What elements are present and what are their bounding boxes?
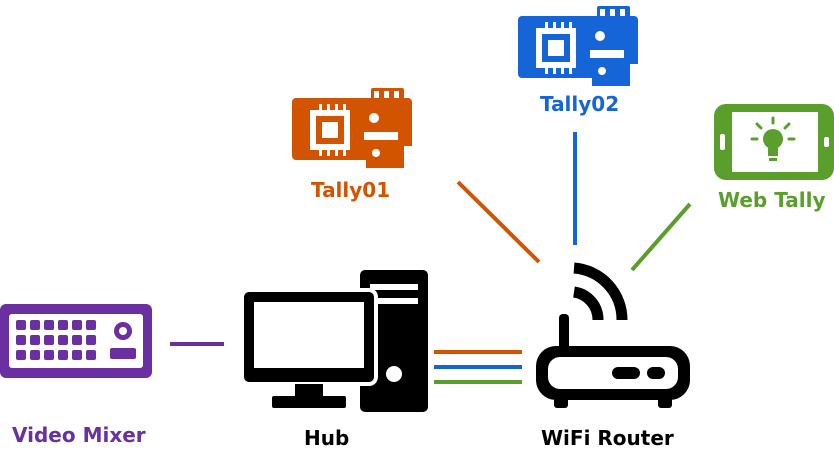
- mixer-key: [72, 350, 82, 360]
- mixer-key: [58, 350, 68, 360]
- mixer-key: [16, 320, 26, 330]
- mixer-key: [44, 335, 54, 345]
- mixer-key: [44, 320, 54, 330]
- mixer-key: [58, 335, 68, 345]
- mixer-key: [86, 350, 96, 360]
- circuit-board-icon: [518, 6, 638, 86]
- mixer-key: [16, 350, 26, 360]
- mixer-key: [16, 335, 26, 345]
- mixer-key: [30, 335, 40, 345]
- mixer-key: [72, 320, 82, 330]
- mixer-key: [86, 320, 96, 330]
- mixer-key: [44, 350, 54, 360]
- web-tally-label: Web Tally: [718, 188, 826, 212]
- mixer-key: [58, 320, 68, 330]
- circuit-board-icon: [292, 88, 412, 168]
- video-mixer-label: Video Mixer: [12, 423, 146, 447]
- tally01-label: Tally01: [311, 178, 391, 202]
- wifi-router-label: WiFi Router: [541, 426, 674, 450]
- mixer-key: [30, 350, 40, 360]
- tally02-label: Tally02: [540, 92, 620, 116]
- tablet-lightbulb-icon: [714, 104, 834, 180]
- desktop-computer-icon: [240, 270, 428, 412]
- video-mixer-keypad-icon: [0, 304, 152, 378]
- hub-label: Hub: [304, 426, 350, 450]
- mixer-key: [30, 320, 40, 330]
- wifi-router-icon: [536, 262, 690, 408]
- mixer-key: [86, 335, 96, 345]
- mixer-key: [72, 335, 82, 345]
- connection-line-webtally-router: [630, 202, 692, 272]
- connection-line-tally01-router: [456, 180, 541, 264]
